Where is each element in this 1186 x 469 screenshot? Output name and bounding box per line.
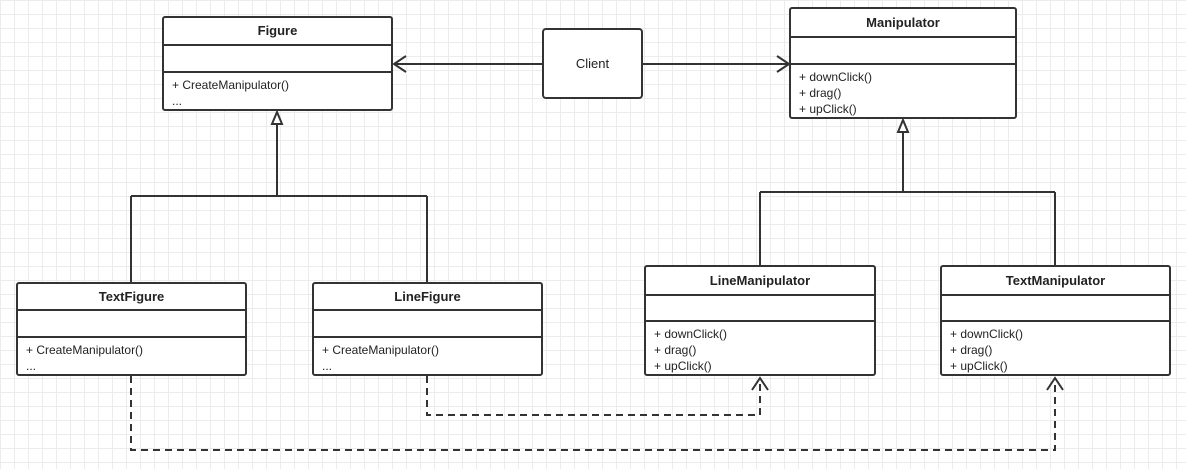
line-figure-class[interactable]: LineFigure + CreateManipulator() ... [312, 282, 543, 376]
line-figure-to-line-manipulator-dependency [426, 376, 761, 416]
operation: + upClick() [654, 359, 712, 373]
operation: + drag() [654, 343, 697, 357]
manipulator-operations: + downClick() + drag() + upClick() [791, 65, 1015, 117]
figure-generalization-triangle [270, 109, 284, 125]
operation: + CreateManipulator() [26, 343, 144, 357]
line-figure-class-name: LineFigure [314, 284, 541, 312]
operation: ... [26, 359, 37, 373]
operation: + downClick() [654, 327, 728, 341]
manipulator-class[interactable]: Manipulator + downClick() + drag() + upC… [789, 7, 1017, 119]
text-figure-class[interactable]: TextFigure + CreateManipulator() ... [16, 282, 247, 376]
line-manipulator-dependency-arrowhead [751, 376, 769, 391]
figure-attributes [164, 46, 391, 73]
operation: + upClick() [950, 359, 1008, 373]
manipulator-attributes [791, 38, 1015, 65]
text-manipulator-class[interactable]: TextManipulator + downClick() + drag() +… [940, 265, 1171, 376]
client-figure-arrowhead [392, 55, 407, 73]
line-figure-attributes [314, 311, 541, 338]
operation: + drag() [950, 343, 993, 357]
figure-operations: + CreateManipulator() ... [164, 73, 391, 109]
operation: ... [322, 359, 333, 373]
operation: ... [172, 94, 183, 108]
operation: + downClick() [950, 327, 1024, 341]
manipulator-class-name: Manipulator [791, 9, 1015, 38]
line-manipulator-class-name: LineManipulator [646, 267, 874, 296]
operation: + downClick() [799, 70, 873, 84]
line-figure-operations: + CreateManipulator() ... [314, 338, 541, 374]
line-manipulator-operations: + downClick() + drag() + upClick() [646, 322, 874, 374]
operation: + upClick() [799, 102, 857, 116]
text-manipulator-dependency-arrowhead [1046, 376, 1064, 391]
manipulator-generalization-triangle [896, 117, 910, 133]
line-manipulator-attributes [646, 296, 874, 322]
operation: + CreateManipulator() [172, 78, 290, 92]
client-label: Client [575, 56, 610, 71]
text-figure-to-text-manipulator-dependency [130, 376, 1056, 451]
operation: + CreateManipulator() [322, 343, 440, 357]
operation: + drag() [799, 86, 842, 100]
text-manipulator-operations: + downClick() + drag() + upClick() [942, 322, 1169, 374]
text-figure-attributes [18, 311, 245, 338]
client-box[interactable]: Client [542, 28, 643, 99]
text-manipulator-class-name: TextManipulator [942, 267, 1169, 296]
line-manipulator-class[interactable]: LineManipulator + downClick() + drag() +… [644, 265, 876, 376]
text-figure-class-name: TextFigure [18, 284, 245, 312]
figure-class[interactable]: Figure + CreateManipulator() ... [162, 16, 393, 111]
text-manipulator-attributes [942, 296, 1169, 322]
figure-class-name: Figure [164, 18, 391, 46]
text-figure-operations: + CreateManipulator() ... [18, 338, 245, 374]
